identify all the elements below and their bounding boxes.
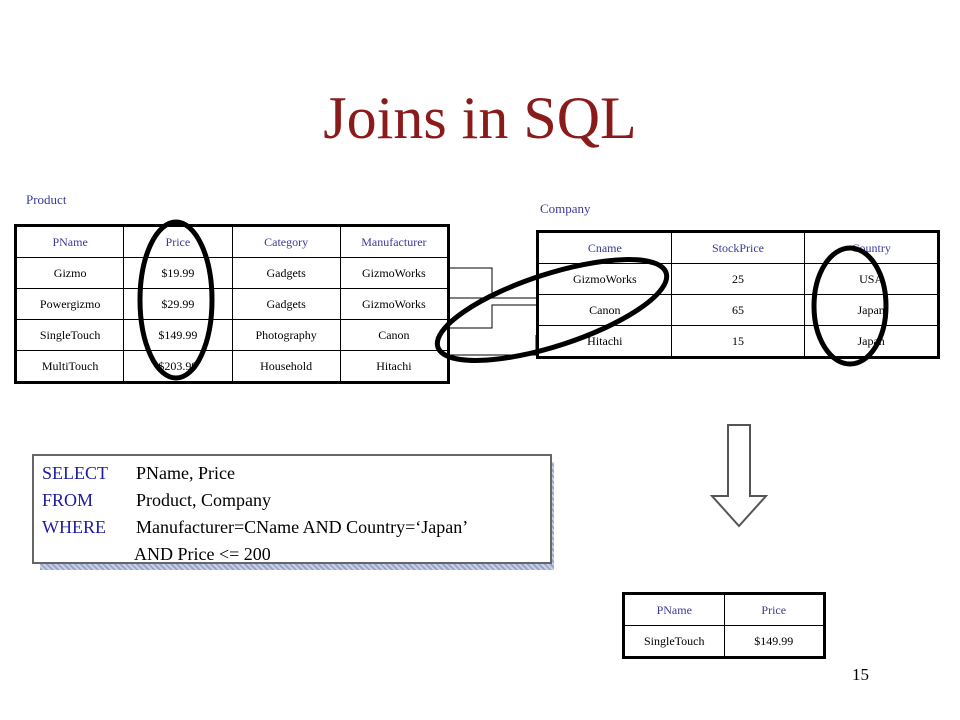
page-number: 15	[852, 665, 869, 684]
select-keyword: SELECT	[42, 463, 108, 483]
table-cell: Powergizmo	[14, 288, 125, 320]
table-cell: SingleTouch	[14, 319, 125, 351]
table-cell: 15	[670, 325, 806, 358]
table-cell: Gadgets	[231, 288, 341, 320]
join-connector-line	[450, 267, 538, 299]
table-row: GizmoWorks 25 USA	[537, 263, 939, 295]
and-condition: AND Price <= 200	[134, 544, 271, 564]
table-row: MultiTouch $203.99 Household Hitachi	[14, 350, 450, 383]
table-cell: Japan	[804, 294, 939, 326]
from-line: FROM Product, Company	[42, 487, 550, 514]
table-row: SingleTouch $149.99 Photography Canon	[14, 319, 450, 351]
table-cell: 65	[670, 294, 806, 326]
table-cell: Photography	[231, 319, 341, 351]
table-cell: Canon	[537, 294, 672, 326]
select-columns: PName, Price	[136, 463, 235, 483]
table-row: Gizmo $19.99 Gadgets GizmoWorks	[14, 257, 450, 289]
table-header-row: PName Price Category Manufacturer	[14, 225, 450, 258]
table-cell: $29.99	[123, 288, 233, 320]
company-caption: Company	[540, 201, 591, 216]
table-cell: $19.99	[123, 257, 233, 289]
table-cell: $149.99	[723, 625, 825, 658]
table-cell: Canon	[339, 319, 450, 351]
column-header: StockPrice	[670, 231, 806, 264]
table-cell: Japan	[804, 325, 939, 358]
table-cell: SingleTouch	[623, 625, 725, 658]
table-cell: MultiTouch	[14, 350, 125, 383]
column-header: Price	[723, 593, 825, 626]
table-row: Canon 65 Japan	[537, 294, 939, 326]
table-cell: 25	[670, 263, 806, 295]
column-header: Cname	[537, 231, 672, 264]
table-header-row: PName Price	[623, 593, 825, 626]
join-connector-line	[450, 304, 538, 329]
table-cell: GizmoWorks	[537, 263, 672, 295]
table-cell: Household	[231, 350, 341, 383]
where-keyword: WHERE	[42, 517, 106, 537]
company-table: Cname StockPrice Country GizmoWorks 25 U…	[536, 230, 940, 359]
column-header: PName	[623, 593, 725, 626]
table-cell: $203.99	[123, 350, 233, 383]
column-header: Price	[123, 225, 233, 258]
table-cell: Gadgets	[231, 257, 341, 289]
column-header: Manufacturer	[339, 225, 450, 258]
table-header-row: Cname StockPrice Country	[537, 231, 939, 264]
product-caption: Product	[26, 192, 67, 207]
table-row: SingleTouch $149.99	[623, 625, 825, 658]
column-header: Country	[804, 231, 939, 264]
column-header: PName	[14, 225, 125, 258]
table-cell: GizmoWorks	[339, 257, 450, 289]
slide-title: Joins in SQL	[323, 85, 637, 151]
table-cell: Hitachi	[339, 350, 450, 383]
from-tables: Product, Company	[136, 490, 271, 510]
select-line: SELECT PName, Price	[42, 460, 550, 487]
where-condition: Manufacturer=CName AND Country=‘Japan’	[136, 517, 469, 537]
from-keyword: FROM	[42, 490, 94, 510]
table-cell: USA	[804, 263, 939, 295]
table-cell: Gizmo	[14, 257, 125, 289]
table-row: Hitachi 15 Japan	[537, 325, 939, 358]
table-cell: GizmoWorks	[339, 288, 450, 320]
table-row: Powergizmo $29.99 Gadgets GizmoWorks	[14, 288, 450, 320]
table-cell: Hitachi	[537, 325, 672, 358]
result-table: PName Price SingleTouch $149.99	[622, 592, 826, 659]
table-cell: $149.99	[123, 319, 233, 351]
where-line: WHERE Manufacturer=CName AND Country=‘Jap…	[42, 514, 550, 541]
column-header: Category	[231, 225, 341, 258]
product-table: PName Price Category Manufacturer Gizmo …	[14, 224, 450, 384]
down-arrow-icon	[709, 424, 769, 528]
join-connector-line	[450, 335, 537, 356]
